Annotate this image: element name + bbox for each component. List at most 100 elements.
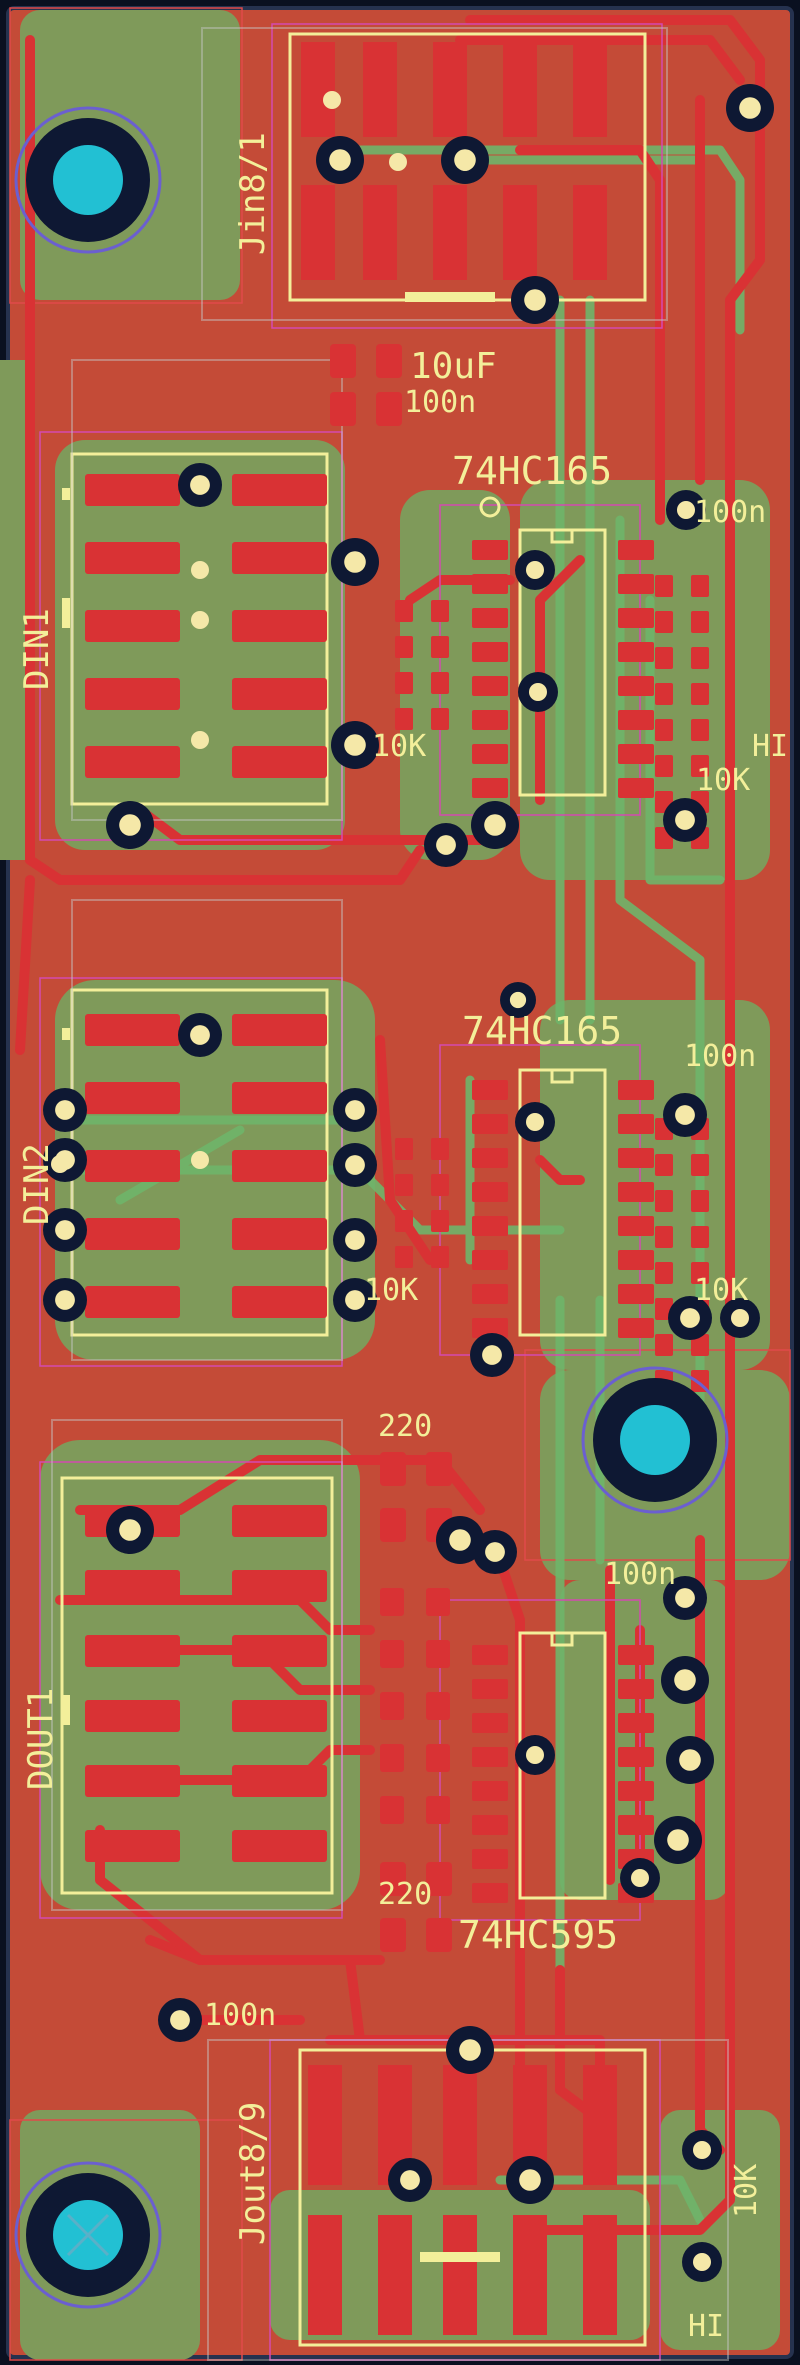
via <box>43 1088 87 1132</box>
chip-pad <box>472 1713 508 1733</box>
passive-pad <box>330 392 356 426</box>
via <box>654 1816 702 1864</box>
rnet-pad <box>691 611 709 633</box>
label-r-u1: 10K <box>696 763 750 798</box>
chip-pad <box>618 676 654 696</box>
rnet-pad <box>395 708 413 730</box>
connector-pad <box>85 1150 180 1182</box>
chip-pad <box>618 1080 654 1100</box>
connector-pad <box>443 2215 477 2335</box>
label-r-din2: 10K <box>364 1273 418 1308</box>
connector-pad <box>433 42 467 137</box>
connector-pad <box>513 2215 547 2335</box>
passive-pad <box>380 1796 404 1824</box>
chip-pad <box>472 1815 508 1835</box>
pad-drill <box>389 153 407 171</box>
fab-outlines <box>51 27 729 2361</box>
connector-pad <box>85 1014 180 1046</box>
connector-pad <box>232 746 327 778</box>
chip-pad <box>472 1216 508 1236</box>
connector-pad <box>232 1570 327 1602</box>
label-r-dout-top: 220 <box>378 1409 432 1444</box>
pad-drill <box>191 1151 209 1169</box>
via <box>682 2130 722 2170</box>
chip-pad <box>618 540 654 560</box>
chip-pad <box>472 710 508 730</box>
label-r-u2: 10K <box>694 1273 748 1308</box>
rnet-pad <box>655 1226 673 1248</box>
chip-pad <box>618 1284 654 1304</box>
passive-pad <box>380 1452 406 1486</box>
label-cap-top: 100n <box>404 385 476 420</box>
via <box>316 136 364 184</box>
connector-pad <box>378 2215 412 2335</box>
label-dout1: DOUT1 <box>21 1688 61 1790</box>
passive-pad <box>426 1692 450 1720</box>
via <box>511 276 559 324</box>
chip-pad <box>618 1713 654 1733</box>
via <box>333 1143 377 1187</box>
passive-pad <box>376 344 402 378</box>
connector-pad <box>85 1635 180 1667</box>
chip-pad <box>618 608 654 628</box>
label-jout: Jout8/9 <box>233 2102 273 2245</box>
passive-pad <box>376 392 402 426</box>
via <box>506 2156 554 2204</box>
passive-pad <box>380 1862 406 1896</box>
rnet-pad <box>431 1138 449 1160</box>
passive-pad <box>380 1588 404 1616</box>
connector-pad <box>85 1700 180 1732</box>
via <box>471 801 519 849</box>
via <box>470 1333 514 1377</box>
pad-drill <box>191 611 209 629</box>
connector-pad <box>503 42 537 137</box>
chip-pad <box>618 778 654 798</box>
rnet-pad <box>691 755 709 777</box>
label-cap-bottom: 100n <box>204 1998 276 2033</box>
chip-pad <box>472 778 508 798</box>
chip-pad <box>472 1318 508 1338</box>
chip-pad <box>472 1849 508 1869</box>
pad-drill <box>191 561 209 579</box>
chip-pad <box>472 1781 508 1801</box>
rnet-pad <box>431 1210 449 1232</box>
connector-pad <box>583 2215 617 2335</box>
via <box>515 1735 555 1775</box>
via <box>668 1296 712 1340</box>
rnet-pad <box>691 1262 709 1284</box>
passive-pad <box>426 1796 450 1824</box>
connector-pad <box>85 1765 180 1797</box>
passive-pad <box>426 1452 452 1486</box>
via <box>620 1858 660 1898</box>
chip-pad <box>618 1114 654 1134</box>
label-jin: Jin8/1 <box>233 132 273 255</box>
rnet-pad <box>431 672 449 694</box>
connector-pad <box>232 1082 327 1114</box>
chip-pad <box>618 1679 654 1699</box>
connector-pad <box>85 1570 180 1602</box>
connector-pad <box>232 474 327 506</box>
via <box>388 2158 432 2202</box>
connector-pad <box>85 1830 180 1862</box>
chip-pad <box>472 1114 508 1134</box>
rnet-pad <box>691 1190 709 1212</box>
rnet-pad <box>431 1246 449 1268</box>
via <box>331 538 379 586</box>
via <box>661 1656 709 1704</box>
label-din1: DIN1 <box>17 608 57 690</box>
connector-pad <box>232 1150 327 1182</box>
via <box>436 1516 484 1564</box>
chip-pad <box>472 1747 508 1767</box>
chip-pad <box>618 574 654 594</box>
chip-pad <box>472 1182 508 1202</box>
rnet-pad <box>655 1262 673 1284</box>
chip-pad <box>618 1148 654 1168</box>
rnet-pad <box>395 1138 413 1160</box>
label-hi-jout: HI <box>688 2309 724 2344</box>
label-cap-u3: 100n <box>604 1557 676 1592</box>
chip-pad <box>618 1318 654 1338</box>
connector-pad <box>85 474 180 506</box>
via <box>178 463 222 507</box>
rnet-pad <box>691 575 709 597</box>
